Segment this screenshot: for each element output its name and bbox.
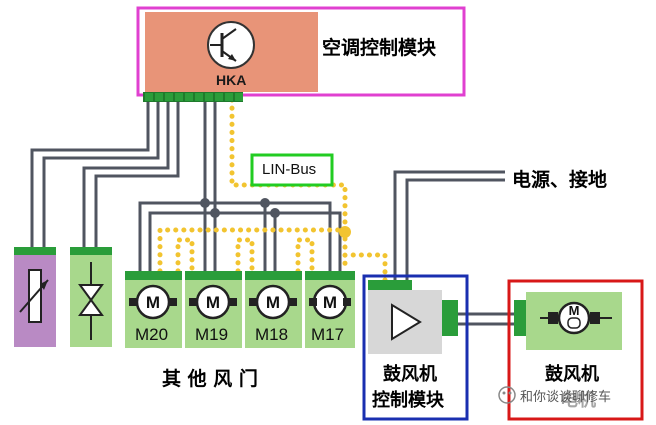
motor-label-m20: M20 [135, 325, 169, 344]
blower-label-line1: 鼓风机 [545, 364, 599, 385]
blower-label-line2: 电机 [560, 390, 596, 411]
other-flaps-label: 其 他 风 门 [162, 368, 258, 390]
blower-module-label-line2: 控制模块 [372, 390, 444, 411]
motor-label-m17: M17 [311, 325, 345, 344]
blower-module-label-line1: 鼓风机 [383, 364, 437, 385]
svg-text:M: M [206, 293, 220, 312]
lin-bus-frame [250, 153, 334, 187]
sensor-potentiometer [14, 247, 56, 347]
hka-frame [136, 6, 466, 97]
motor-label-m19: M19 [195, 325, 229, 344]
wechat-icon [498, 386, 516, 404]
lin-bus-label: LIN-Bus [262, 161, 317, 178]
hka-connector [143, 92, 243, 102]
svg-text:M: M [569, 303, 580, 318]
blower-motor: M [514, 292, 622, 350]
svg-text:M: M [266, 293, 280, 312]
motor-label-m18: M18 [255, 325, 289, 344]
gray-wires [30, 100, 520, 326]
blower-control-module [368, 280, 458, 354]
blower-frame [507, 279, 644, 421]
lin-bus-junction [339, 226, 351, 238]
svg-text:M: M [146, 293, 160, 312]
blower-module-frame [362, 274, 469, 421]
motor-boxes [125, 271, 355, 348]
watermark-text: 和你谈谈聊修车 [520, 390, 612, 405]
power-ground-label: 电源、接地 [512, 169, 608, 191]
transistor-icon [207, 21, 255, 69]
sensor-valve [70, 247, 112, 347]
hka-label: HKA [216, 72, 247, 88]
hka-title: 空调控制模块 [322, 37, 437, 59]
wire-junctions [200, 198, 280, 218]
lin-bus-wires [157, 97, 388, 283]
svg-text:M: M [323, 293, 337, 312]
